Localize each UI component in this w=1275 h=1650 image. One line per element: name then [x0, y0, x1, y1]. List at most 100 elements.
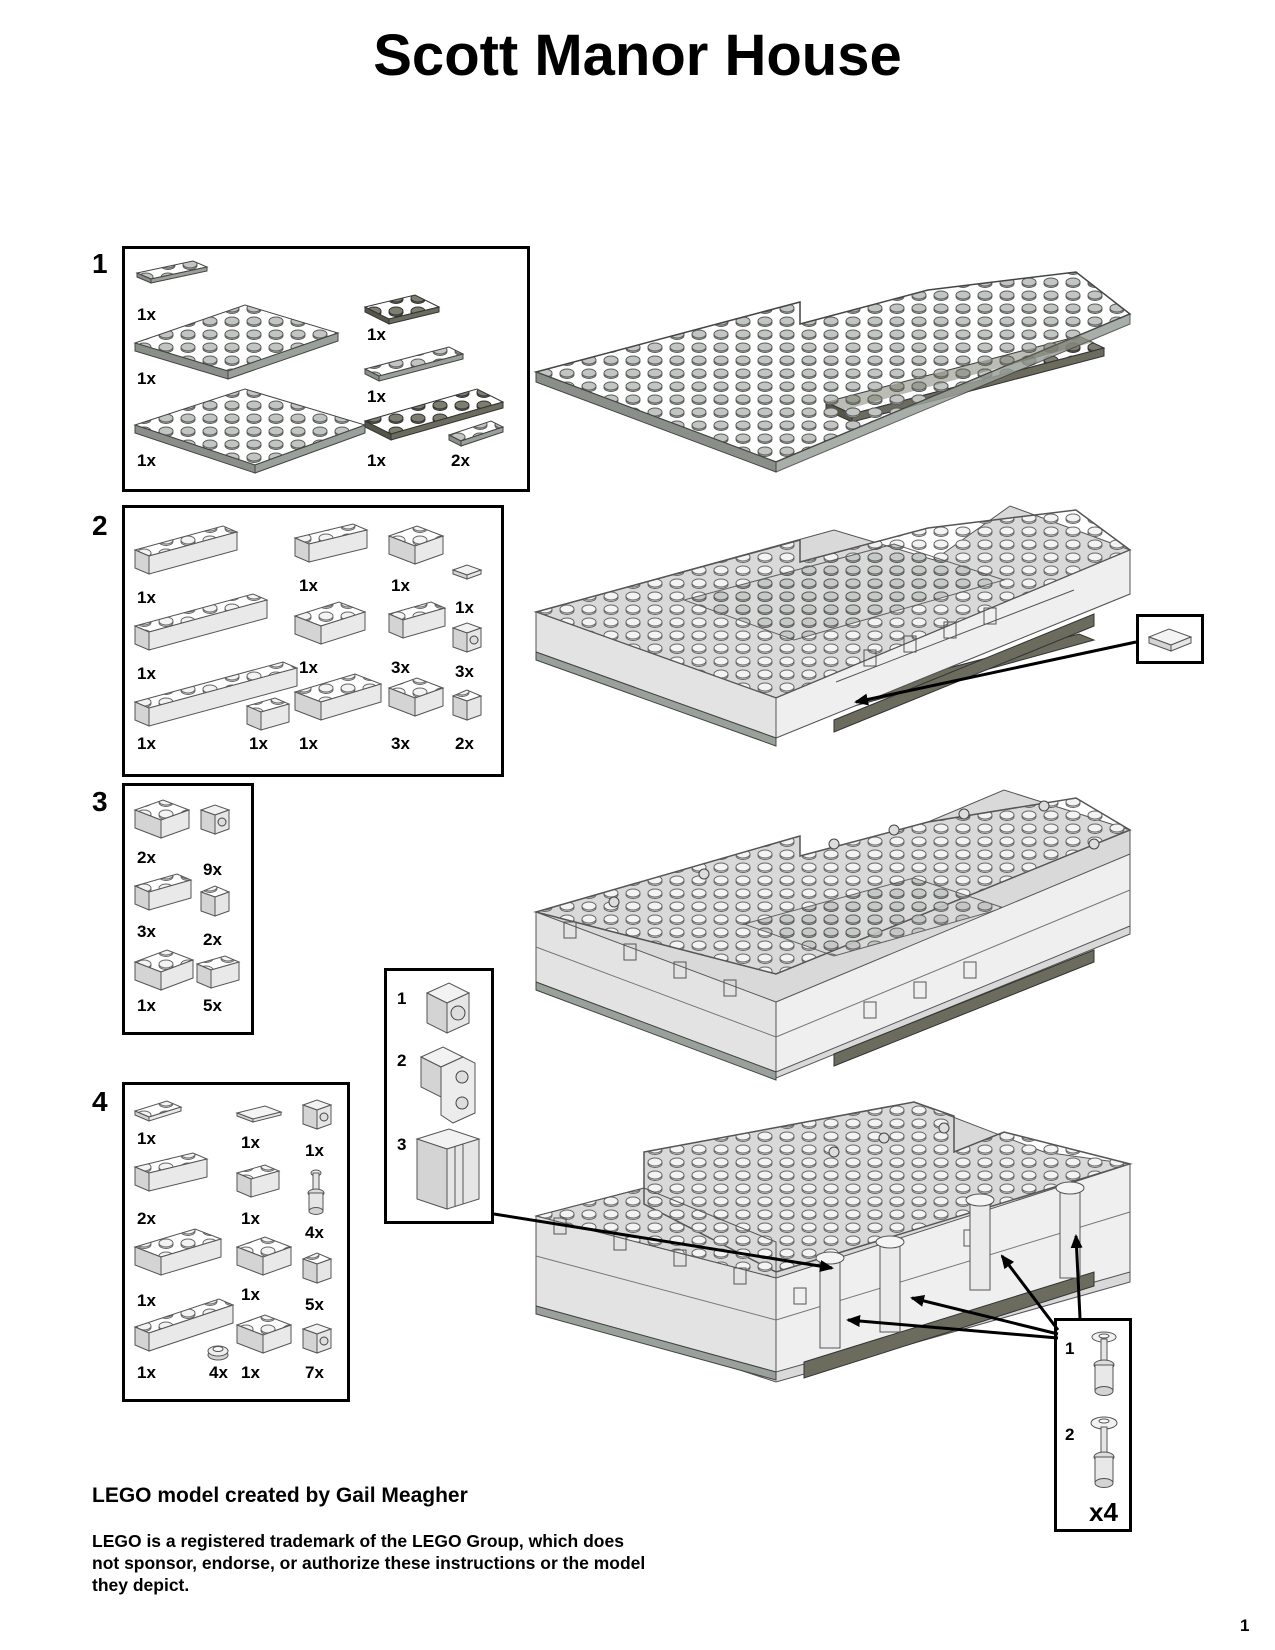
brick-1x3-light-gray-icon — [387, 601, 447, 639]
step-3-parts-panel: 2x 9x 3x 2x 1x 5x — [122, 783, 254, 1035]
brick-2x2-light-gray-icon — [387, 525, 445, 565]
part-quantity: 1x — [299, 658, 318, 677]
tile-1x1-light-gray-icon — [451, 564, 483, 580]
bracket-assembly-with-tile-icon — [415, 1128, 481, 1210]
substep-number: 3 — [397, 1135, 407, 1154]
part-quantity: 2x — [455, 734, 474, 753]
part-quantity: 1x — [299, 734, 318, 753]
plate-1x4-medium-gray-icon — [135, 260, 209, 284]
brick-1x10-light-gray-icon — [133, 661, 299, 727]
brick-1x1-side-stud-icon — [301, 1099, 333, 1130]
bar-holder-column-assembled-icon — [1090, 1416, 1118, 1488]
part-quantity: 1x — [367, 325, 386, 344]
substep-number: 1 — [1065, 1339, 1075, 1358]
brick-1x2-light-gray-icon — [195, 955, 241, 989]
bar-holder-with-round-plate-icon — [1091, 1331, 1117, 1396]
part-quantity: 1x — [137, 588, 156, 607]
brick-1x4-light-gray-icon — [133, 1152, 209, 1192]
plate-2x4-dark-gray-icon — [363, 294, 441, 325]
part-quantity: 1x — [137, 996, 156, 1015]
part-quantity: 3x — [391, 734, 410, 753]
bar-holder-column-icon — [307, 1169, 325, 1215]
plate-2x8-dark-gray-icon — [363, 388, 505, 441]
part-quantity: 1x — [137, 1363, 156, 1382]
part-quantity: 1x — [137, 664, 156, 683]
substep-number: 1 — [397, 989, 407, 1008]
step-3-model-second-brick-layer — [533, 789, 1132, 1081]
plate-6x8-medium-gray-icon — [133, 388, 367, 474]
part-quantity: 3x — [455, 662, 474, 681]
brick-2x4-light-gray-icon — [133, 1228, 223, 1276]
substep-number: 2 — [1065, 1425, 1075, 1444]
part-quantity: 2x — [137, 1209, 156, 1228]
part-quantity: 1x — [367, 451, 386, 470]
part-quantity: 1x — [137, 369, 156, 388]
step-number-2: 2 — [92, 510, 108, 541]
step-1-model-baseplate — [533, 271, 1132, 473]
brick-1x2-light-gray-icon — [235, 1164, 281, 1198]
tile-1x1-light-gray-icon — [1147, 628, 1193, 652]
brick-1x8-light-gray-icon — [133, 1298, 235, 1352]
brick-1x1-light-gray-icon — [199, 885, 231, 917]
tile-callout-box — [1136, 614, 1204, 664]
part-quantity: 1x — [137, 451, 156, 470]
part-quantity: 1x — [241, 1133, 260, 1152]
brick-1x2-light-gray-icon — [245, 697, 291, 731]
step-number-1: 1 — [92, 248, 108, 279]
part-quantity: 1x — [249, 734, 268, 753]
part-quantity: 1x — [137, 734, 156, 753]
step-number-4: 4 — [92, 1086, 108, 1117]
brick-1x3-light-gray-icon — [133, 873, 193, 911]
step-2-model-first-brick-layer — [533, 505, 1132, 747]
part-quantity: 3x — [137, 922, 156, 941]
page-title: Scott Manor House — [373, 23, 902, 88]
part-quantity: 9x — [203, 860, 222, 879]
part-quantity: 2x — [137, 848, 156, 867]
model-credit: LEGO model created by Gail Meagher — [92, 1484, 468, 1507]
brick-1x1-side-stud-icon — [199, 804, 231, 835]
brick-1x1-light-gray-icon — [301, 1252, 333, 1284]
part-quantity: 4x — [305, 1223, 324, 1242]
step-1-parts-panel: 1x 1x 1x 1x 1x 1x 2x — [122, 246, 530, 492]
multiplier-label: x4 — [1089, 1497, 1118, 1527]
brick-2x3-light-gray-icon — [293, 601, 367, 645]
part-quantity: 5x — [203, 996, 222, 1015]
part-quantity: 1x — [137, 1291, 156, 1310]
brick-2x2-light-gray-icon — [235, 1314, 293, 1354]
subassembly-callout-box: 1 2 3 — [384, 968, 494, 1224]
brick-2x4-light-gray-icon — [293, 673, 383, 721]
part-quantity: 1x — [137, 1129, 156, 1148]
part-quantity: 1x — [241, 1209, 260, 1228]
part-quantity: 2x — [203, 930, 222, 949]
plate-1x6-medium-gray-icon — [363, 346, 465, 382]
step-4-parts-panel: 1x 2x 1x 1x 1x 1x 1x 1x — [122, 1082, 350, 1402]
brick-1x1-light-gray-icon — [451, 689, 483, 721]
column-assembly — [815, 1181, 1085, 1349]
step-4-model-third-brick-layer-with-columns — [534, 1101, 1133, 1383]
part-quantity: 3x — [391, 658, 410, 677]
plate-1x3-light-gray-icon — [133, 1100, 183, 1122]
tile-1x2-light-gray-icon — [235, 1105, 283, 1123]
step-number-3: 3 — [92, 786, 108, 817]
bracket-with-side-studs-icon — [419, 1046, 476, 1124]
part-quantity: 1x — [455, 598, 474, 617]
brick-2x2-light-gray-icon — [387, 677, 445, 717]
brick-1x1-side-stud-icon — [301, 1323, 333, 1354]
brick-1x8-light-gray-icon — [133, 593, 269, 651]
step-2-parts-panel: 1x 1x 1x 1x 1x 1x 1x 1x — [122, 505, 504, 777]
page-number: 1 — [1240, 1616, 1250, 1635]
brick-1x1-side-stud-icon — [425, 982, 471, 1034]
part-quantity: 2x — [451, 451, 470, 470]
part-quantity: 1x — [299, 576, 318, 595]
brick-2x3-light-gray-icon — [133, 949, 195, 991]
brick-1x6-light-gray-icon — [133, 525, 239, 575]
part-quantity: 4x — [209, 1363, 228, 1382]
substep-number: 2 — [397, 1051, 407, 1070]
brick-1x1-side-stud-icon — [451, 622, 483, 653]
part-quantity: 1x — [391, 576, 410, 595]
plate-6x6-medium-gray-icon — [133, 304, 340, 380]
part-quantity: 1x — [137, 305, 156, 324]
trademark-notice: LEGO is a registered trademark of the LE… — [92, 1531, 646, 1595]
